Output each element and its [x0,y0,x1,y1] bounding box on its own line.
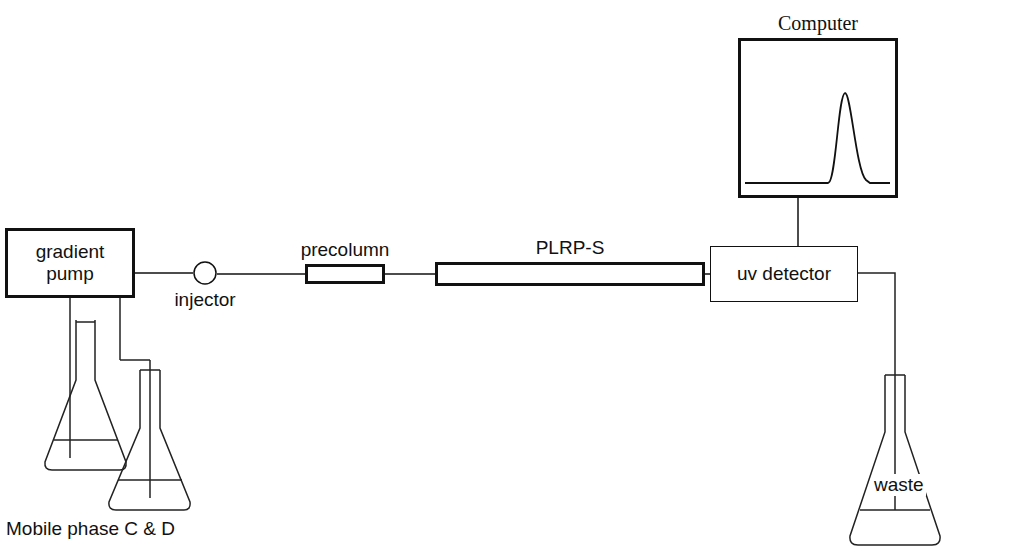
liquid-level [118,479,182,481]
part-label: precolumn [301,239,390,261]
waste-label: waste [872,474,926,496]
part-label: PLRP-S [536,237,605,259]
mobile-phase-label: Mobile phase C & D [6,518,175,540]
part-label: Computer [778,12,858,35]
tube [119,298,121,360]
box-label: gradient pump [20,241,120,285]
tube [120,359,150,361]
box-label: uv detector [737,263,831,285]
tubing-line [135,272,193,274]
chromatogram [745,93,890,183]
liquid-level [54,439,118,441]
precolumn-box: precolumn [305,264,385,284]
detector-box: uv detector [710,246,858,302]
tubing-line [385,273,435,275]
computer-screen: Computer [738,38,898,198]
tubing-line [217,273,305,275]
flasks [45,273,940,545]
injector-valve: injector [193,261,217,285]
peak-trace [745,93,890,183]
tube [149,360,151,498]
tube [69,298,71,458]
part-label: injector [174,289,235,311]
tubing-line [797,198,799,246]
liquid-level [860,509,930,511]
flask [45,320,126,470]
column-box: PLRP-S [435,262,705,286]
circle-outline [193,261,217,285]
pump-box: gradient pump [5,228,135,298]
